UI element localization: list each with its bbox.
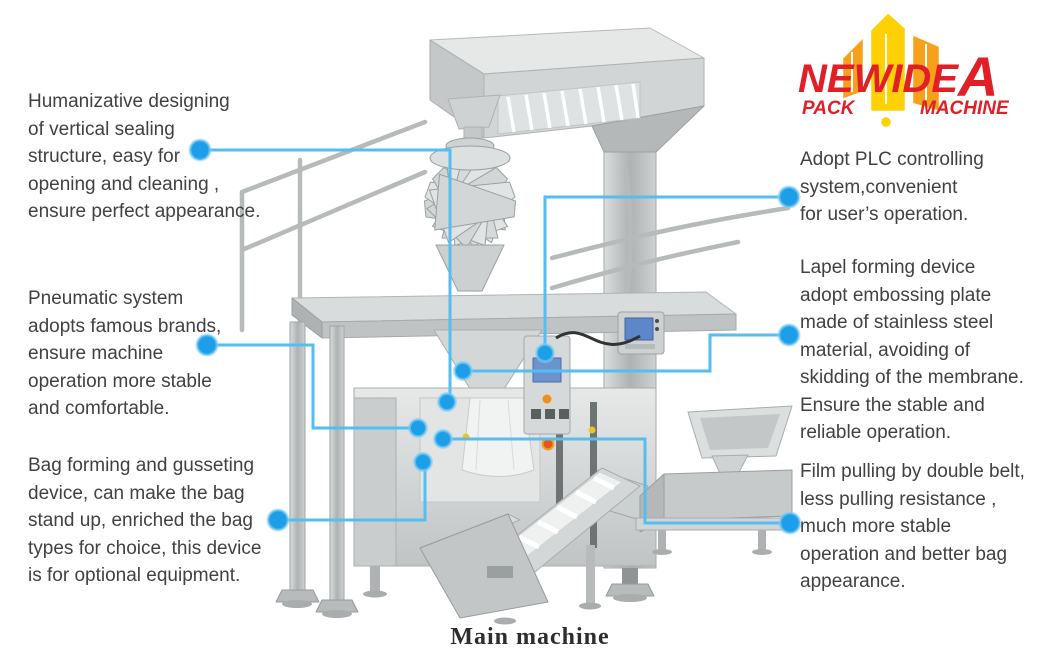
platform-railing (239, 119, 791, 333)
connector-pneumatic-system (207, 343, 418, 430)
dot-text-lapel-forming (777, 323, 801, 347)
dot-machine-lapel-forming (453, 361, 473, 381)
dot-machine-pneumatic-system (408, 418, 428, 438)
note-film-pulling: Film pulling by double belt, less pullin… (800, 461, 1025, 592)
hmi-screen (617, 311, 665, 355)
note-lapel-forming: Lapel forming device adopt embossing pla… (800, 257, 1024, 443)
brand-logo: NEWIDEA PACK MACHINE (798, 10, 1010, 130)
dot-text-plc-control (777, 185, 801, 209)
note-vertical-sealing: Humanizative designing of vertical seali… (28, 91, 261, 222)
connector-plc-control (543, 195, 789, 353)
connector-lapel-forming (463, 333, 789, 373)
connector-vertical-sealing (200, 148, 452, 402)
forming-bag-film (461, 397, 535, 477)
vibratory-feeder (635, 405, 797, 555)
main-machine-illustration (239, 27, 797, 625)
connector-film-pulling (443, 437, 790, 525)
logo-machine: MACHINE (920, 98, 1010, 119)
logo-pack: PACK (802, 98, 856, 119)
bucket-elevator-head (429, 27, 705, 153)
note-bag-forming: Bag forming and gusseting device, can ma… (28, 455, 262, 586)
note-plc-control: Adopt PLC controlling system,convenient … (800, 149, 984, 225)
dot-machine-plc-control (535, 343, 555, 363)
note-pneumatic-system: Pneumatic system adopts famous brands, e… (28, 288, 222, 419)
machine-caption: Main machine (450, 624, 610, 650)
dot-machine-film-pulling (433, 429, 453, 449)
connector-dots (188, 138, 802, 535)
control-cable (555, 331, 641, 346)
connectors (200, 148, 790, 525)
dot-text-vertical-sealing (188, 138, 212, 162)
dot-text-bag-forming (266, 508, 290, 532)
logo-bag-shapes (840, 10, 942, 130)
frame-legs-left (275, 321, 359, 618)
output-conveyor (419, 467, 649, 625)
multihead-weigher (423, 137, 517, 292)
connector-bag-forming (278, 462, 427, 522)
dot-machine-vertical-sealing (437, 392, 457, 412)
dot-machine-bag-forming (413, 452, 433, 472)
dot-text-pneumatic-system (195, 333, 219, 357)
dot-text-film-pulling (778, 511, 802, 535)
logo-name: NEWIDEA (798, 45, 998, 108)
